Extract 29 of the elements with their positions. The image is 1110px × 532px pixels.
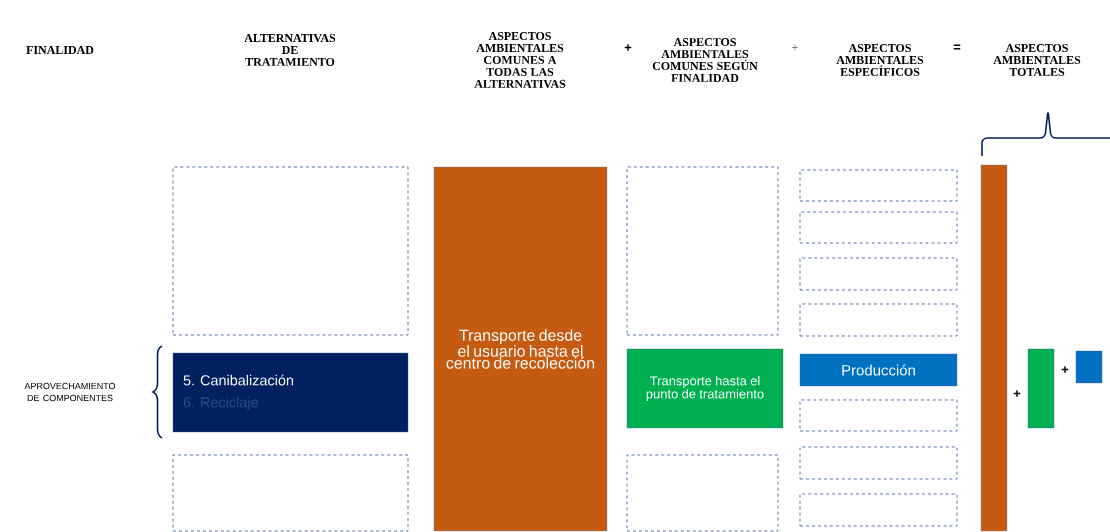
column-heading: ASPECTOS AMBIENTALES TOTALES	[993, 44, 1081, 76]
operator-sign: =	[953, 44, 961, 50]
column-heading: ASPECTOS AMBIENTALES ESPECÍFICOS	[836, 44, 924, 76]
operator-sign: +	[1061, 366, 1069, 373]
bar	[1075, 350, 1103, 384]
dashed-box	[172, 454, 409, 532]
operator-sign: +	[1013, 390, 1021, 397]
purpose-label: APROVECHAMIENTO DE COMPONENTES	[24, 382, 116, 402]
operator-sign: +	[624, 44, 632, 51]
dashed-box	[799, 446, 958, 480]
bar	[1027, 348, 1055, 429]
dashed-box	[799, 169, 958, 202]
column-heading: ALTERNATIVAS DE TRATAMIENTO	[244, 34, 336, 66]
column-heading: ASPECTOS AMBIENTALES COMUNES SEGÚN FINALIDAD	[652, 38, 758, 82]
aspect-box: Transporte desde el usuario hasta el centro de recolección	[433, 166, 608, 532]
column-heading: ASPECTOS AMBIENTALES COMUNES A TODAS LAS ALTERNATIVAS	[474, 32, 566, 88]
dashed-box	[172, 166, 409, 336]
column-heading: FINALIDAD	[26, 46, 94, 54]
dashed-box	[799, 303, 958, 337]
dashed-box	[799, 399, 958, 432]
dashed-box	[626, 166, 779, 336]
dashed-box	[799, 211, 958, 244]
dashed-box	[626, 454, 779, 532]
dashed-box	[799, 257, 958, 291]
operator-sign: +	[792, 44, 798, 51]
aspect-box: Producción	[799, 353, 958, 387]
bar	[980, 164, 1008, 532]
aspect-box: Transporte hasta el punto de tratamiento	[626, 348, 784, 429]
dashed-box	[799, 493, 958, 527]
